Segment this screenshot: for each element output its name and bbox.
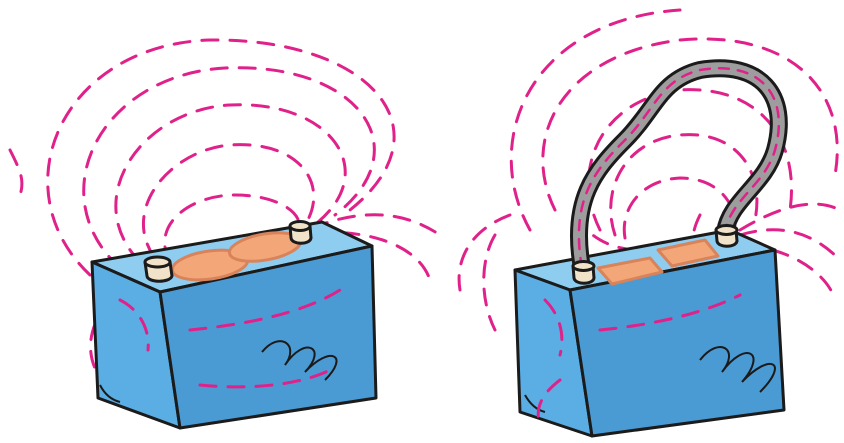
right-battery-side	[568, 248, 786, 438]
left-battery-group	[8, 38, 442, 430]
left-terminal-positive	[288, 220, 313, 245]
right-terminal-positive	[714, 224, 739, 248]
right-plate-1	[596, 256, 664, 286]
right-battery-scribble	[699, 346, 776, 393]
left-terminal-negative	[143, 255, 174, 283]
right-plate-2	[656, 238, 720, 268]
left-battery-scribble	[261, 340, 338, 381]
connecting-wire	[569, 59, 788, 277]
left-battery-side	[158, 244, 378, 430]
right-battery-group	[457, 8, 842, 438]
right-terminal-negative	[571, 260, 596, 285]
